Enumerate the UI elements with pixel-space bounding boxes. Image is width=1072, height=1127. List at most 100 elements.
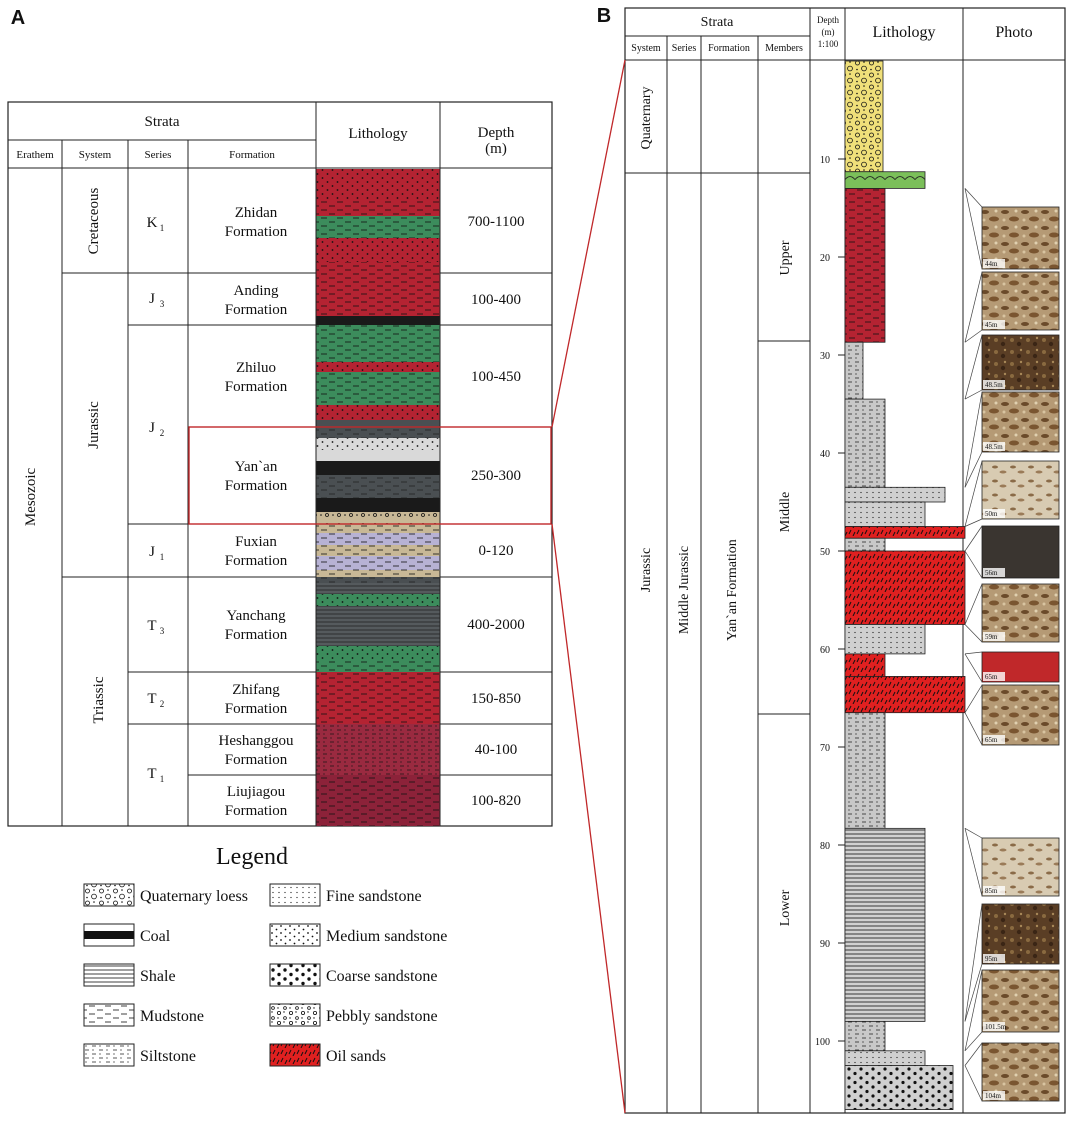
lithology-band	[316, 775, 440, 826]
core-photo: 48.5m	[964, 391, 1060, 488]
core-photo: 85m	[964, 828, 1060, 897]
strata-header: Strata	[145, 114, 180, 130]
series-label: J	[149, 291, 155, 307]
lithology-band	[316, 216, 440, 238]
depth-tick-label: 50	[820, 547, 830, 558]
legend-label: Coal	[140, 928, 171, 945]
legend-swatch-loess	[83, 883, 135, 907]
lithology-band	[316, 545, 440, 556]
system-label-cretaceous: Cretaceous	[86, 188, 102, 255]
legend-item: Quaternary loess	[83, 883, 248, 907]
conglomerate-scallop	[844, 176, 856, 180]
formation-name: Yanchang	[226, 608, 286, 624]
core-photo-label-bg	[983, 886, 1005, 895]
core-photo-image	[981, 206, 1060, 270]
lithology-band	[316, 405, 440, 420]
panel-b-system-label: Jurassic	[639, 548, 654, 592]
legend-swatch-medium	[269, 923, 321, 947]
depth-tick-label: 100	[815, 1037, 830, 1048]
series-subscript: 2	[160, 428, 165, 438]
core-photo: 48.5m	[964, 334, 1060, 400]
formation-name: Liujiagou	[227, 784, 286, 800]
legend-swatch-siltstone	[83, 1043, 135, 1067]
erathem-subheader: Erathem	[16, 149, 54, 161]
lithology-block	[844, 60, 884, 173]
series-subscript: 1	[160, 552, 165, 562]
lithology-band	[316, 420, 440, 427]
formation-name: Fuxian	[235, 534, 277, 550]
lithology-block	[844, 676, 966, 714]
depth-range: 100-450	[471, 369, 521, 385]
legend-swatch-coal-band	[84, 931, 134, 939]
series-subscript: 1	[160, 774, 165, 784]
core-photo-label-bg	[983, 509, 1005, 518]
formation-name: Zhiluo	[236, 360, 276, 376]
photo-leader-line	[964, 1065, 983, 1102]
lithology-band	[316, 498, 440, 512]
series-label: T	[147, 691, 156, 707]
formation-subheader: Formation	[229, 149, 275, 161]
panel-b-lithology-header: Lithology	[872, 24, 935, 41]
depth-range: 100-820	[471, 793, 521, 809]
depth-tick-label: 20	[820, 253, 830, 264]
panel-b-photo-header: Photo	[995, 24, 1032, 41]
lithology-band	[316, 438, 440, 450]
panel-b-letter: B	[597, 5, 611, 27]
core-photo-depth-label: 48.5m	[985, 443, 1003, 451]
panel-b-depth-unit: (m)	[822, 27, 835, 37]
photo-leader-line	[964, 329, 983, 343]
formation-word: Formation	[225, 379, 288, 395]
conglomerate-scallop	[904, 176, 916, 180]
panel-b-depth-header: Depth	[817, 15, 839, 25]
legend-swatch-oilsand	[269, 1043, 321, 1067]
lithology-band	[316, 273, 440, 316]
lithology-band	[316, 362, 440, 372]
core-photo: 95m	[964, 903, 1060, 1022]
photo-leader-line	[964, 550, 983, 579]
legend-label: Mudstone	[140, 1008, 204, 1025]
lithology-band	[316, 594, 440, 606]
yanan-highlight-box	[188, 426, 552, 525]
depth-tick-label: 60	[820, 645, 830, 656]
lithology-block	[844, 526, 966, 539]
legend-swatch-shale	[83, 963, 135, 987]
core-photo: 50m	[964, 460, 1060, 527]
depth-tick-label: 30	[820, 351, 830, 362]
depth-range: 100-400	[471, 292, 521, 308]
lithology-band	[316, 512, 440, 524]
photo-leader-line	[964, 651, 983, 655]
panel-b-members-subheader: Members	[765, 43, 803, 54]
core-photo-depth-label: 44m	[985, 260, 998, 268]
depth-range: 40-100	[475, 742, 518, 758]
member-upper: Upper	[778, 240, 793, 275]
photo-leader-line	[964, 828, 983, 839]
core-photo: 56m	[964, 525, 1060, 579]
photo-leader-line	[964, 1042, 983, 1066]
lithology-block	[844, 712, 886, 829]
legend-swatch-pebbly	[269, 1003, 321, 1027]
panel-b-system-subheader: System	[631, 43, 661, 54]
conglomerate-scallop	[894, 176, 906, 180]
legend-label: Coarse sandstone	[326, 968, 438, 985]
lithology-band	[316, 606, 440, 646]
panel-b-strata-header: Strata	[701, 15, 734, 30]
system-subheader: System	[79, 149, 112, 161]
formation-word: Formation	[225, 803, 288, 819]
lithology-header: Lithology	[348, 126, 408, 142]
legend-item: Pebbly sandstone	[269, 1003, 438, 1027]
legend-label: Siltstone	[140, 1048, 196, 1065]
core-photo-label-bg	[983, 320, 1005, 329]
lithology-band	[316, 724, 440, 775]
system-label-triassic: Triassic	[91, 676, 107, 723]
photo-leader-line	[964, 188, 983, 270]
legend-label: Medium sandstone	[326, 928, 447, 945]
depth-tick-label: 90	[820, 939, 830, 950]
formation-word: Formation	[225, 701, 288, 717]
core-photo-depth-label: 59m	[985, 633, 998, 641]
photo-leader-line	[964, 684, 983, 713]
lithology-block	[844, 398, 886, 488]
panel-b-series-subheader: Series	[672, 43, 697, 54]
